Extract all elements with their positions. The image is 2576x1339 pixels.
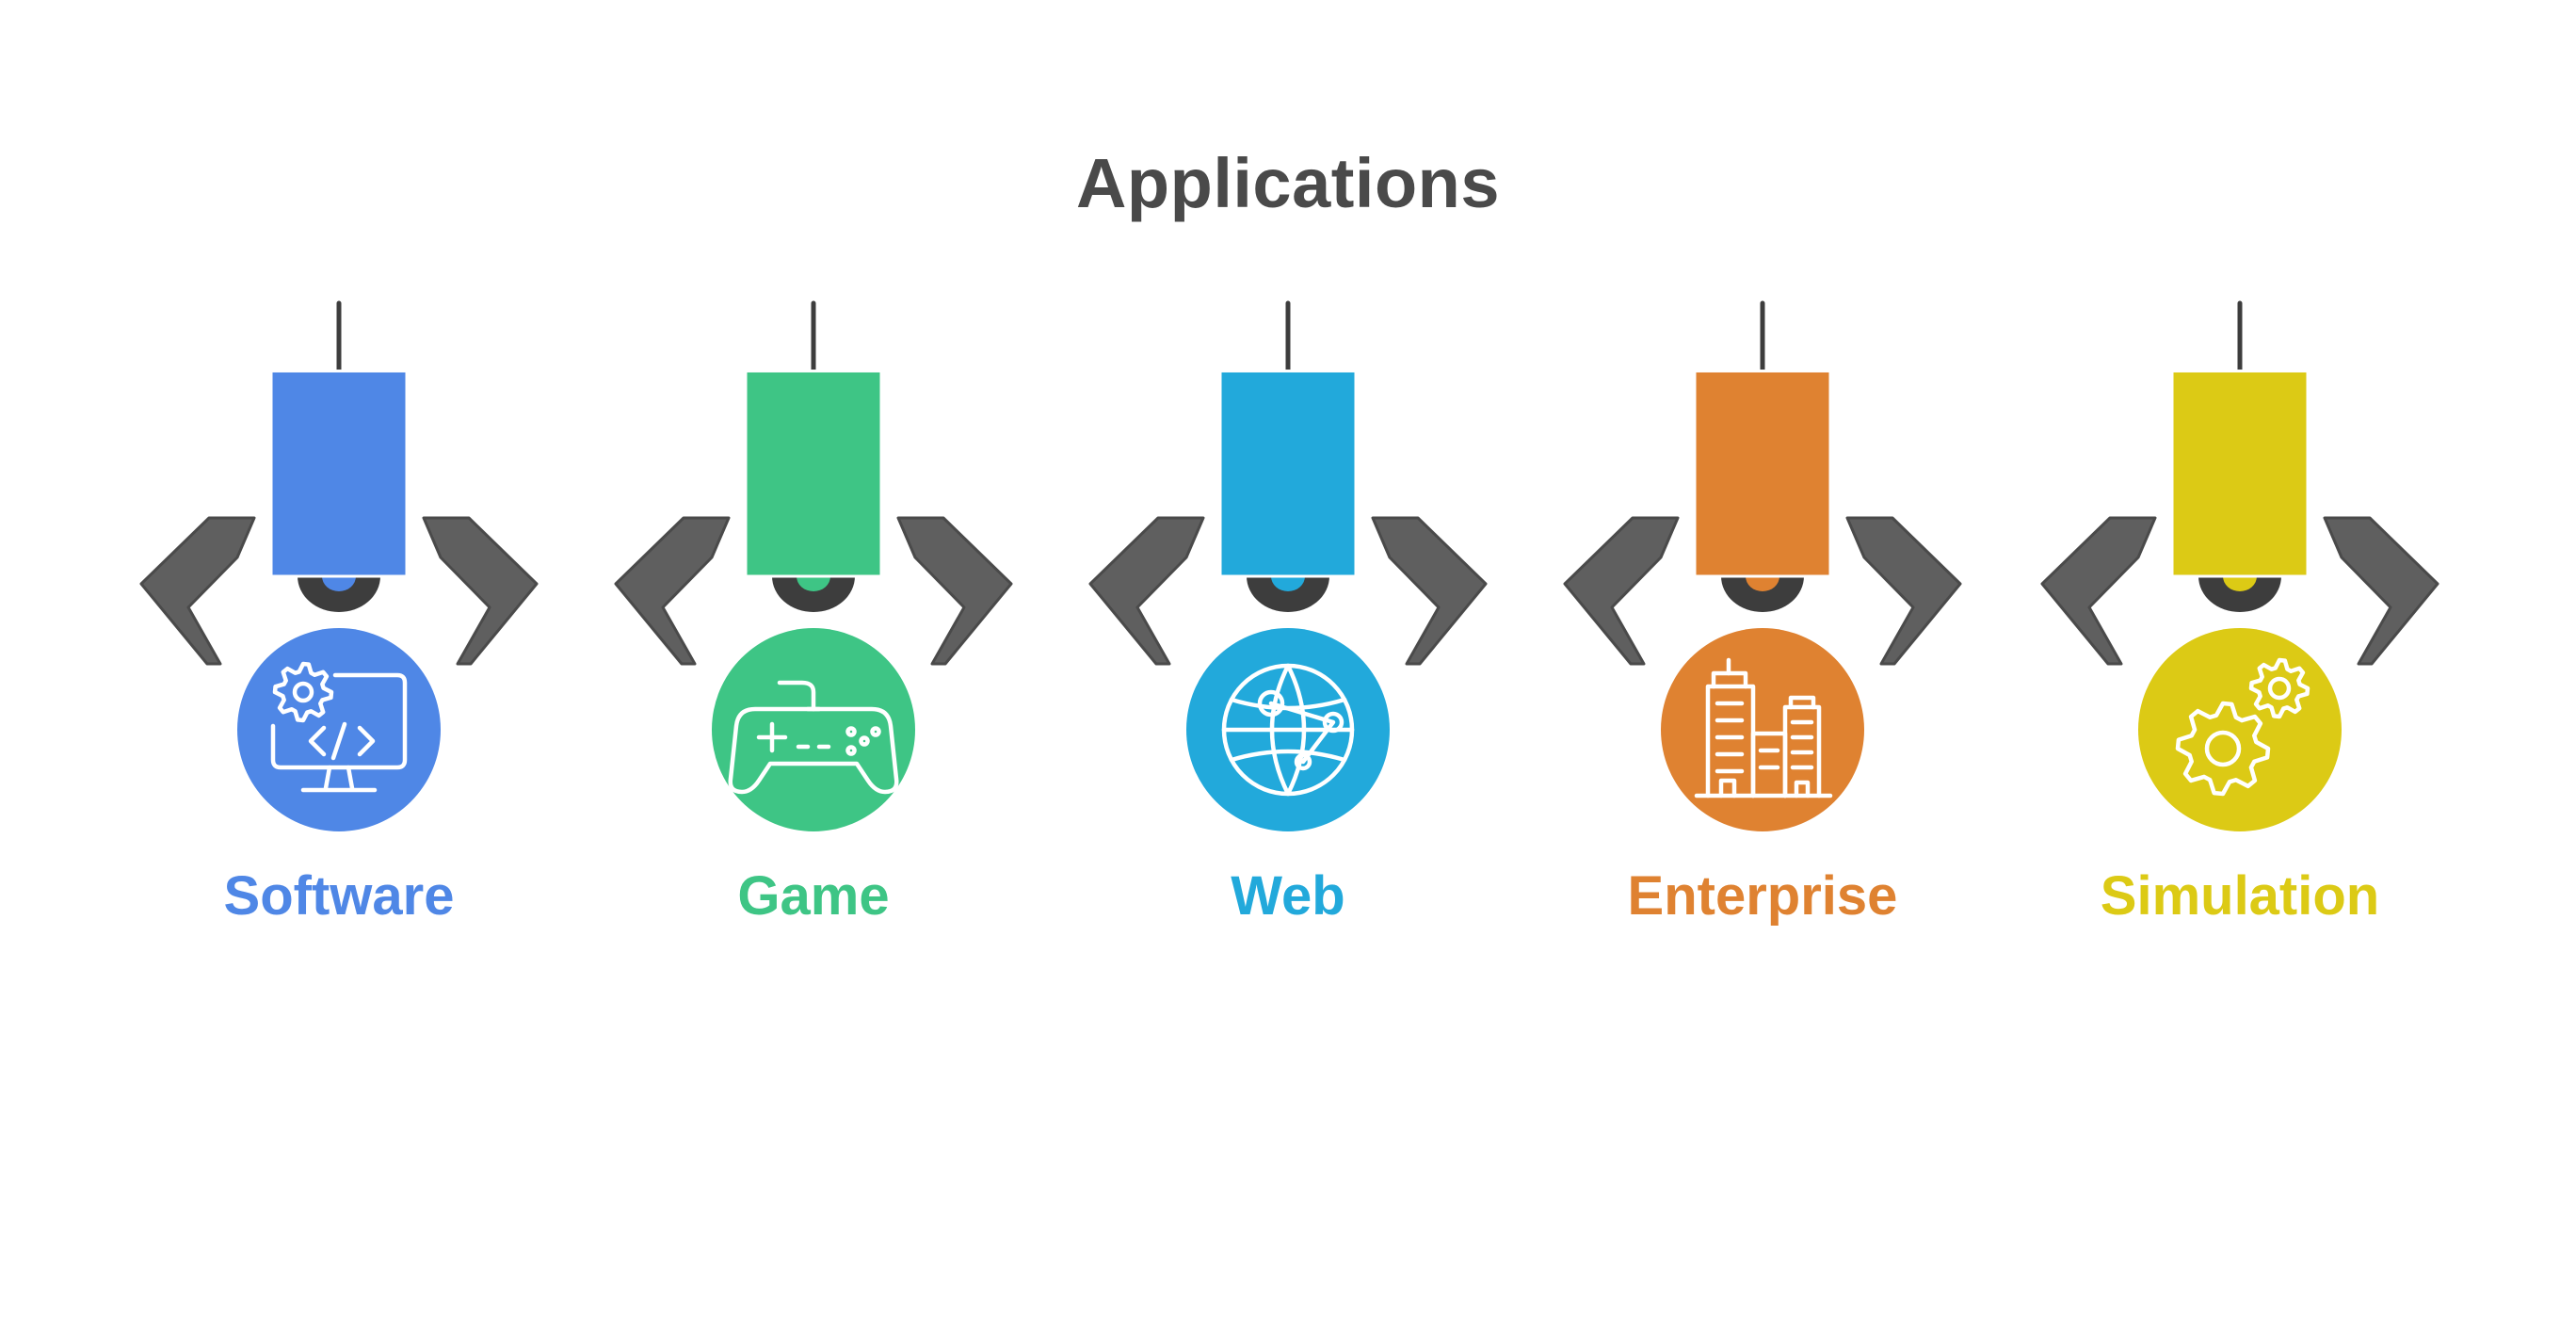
claw-arm-right xyxy=(2323,516,2439,666)
claw-arm-left xyxy=(2040,516,2157,666)
claw-joint xyxy=(298,576,380,612)
claw-arm-right xyxy=(1845,516,1962,666)
claw-arm-right xyxy=(1371,516,1488,666)
claw-body xyxy=(2170,369,2310,578)
application-enterprise: Enterprise xyxy=(1527,0,1998,1339)
claw-body xyxy=(744,369,883,578)
application-label: Enterprise xyxy=(1627,865,1898,927)
gamepad-icon xyxy=(728,680,899,795)
application-simulation: Simulation xyxy=(2004,0,2475,1339)
gears-icon xyxy=(2175,657,2310,797)
claw-arm-right xyxy=(422,516,539,666)
claw-joint xyxy=(772,576,855,612)
claw-body xyxy=(269,369,409,578)
claw-arm-right xyxy=(896,516,1013,666)
claw-joint xyxy=(2198,576,2281,612)
claw-joint xyxy=(1721,576,1804,612)
diagram-title: Applications xyxy=(1075,144,1501,222)
application-software: Software xyxy=(104,0,574,1339)
application-label: Game xyxy=(737,865,890,927)
claw-arm-left xyxy=(1088,516,1205,666)
application-label: Software xyxy=(223,865,455,927)
monitor-code-gear-icon xyxy=(270,661,408,793)
application-circle xyxy=(1661,628,1864,831)
claw-body xyxy=(1218,369,1358,578)
claw-arm-left xyxy=(614,516,731,666)
application-circle xyxy=(2138,628,2342,831)
claw-arm-left xyxy=(139,516,256,666)
claw-body xyxy=(1693,369,1832,578)
application-circle xyxy=(712,628,915,831)
buildings-icon xyxy=(1694,657,1833,799)
application-label: Web xyxy=(1231,865,1345,927)
globe-network-icon xyxy=(1221,663,1355,797)
claw-joint xyxy=(1247,576,1329,612)
application-game: Game xyxy=(578,0,1049,1339)
application-label: Simulation xyxy=(2100,865,2380,927)
application-web: Web xyxy=(1053,0,1523,1339)
application-circle xyxy=(237,628,441,831)
claw-arm-left xyxy=(1563,516,1680,666)
